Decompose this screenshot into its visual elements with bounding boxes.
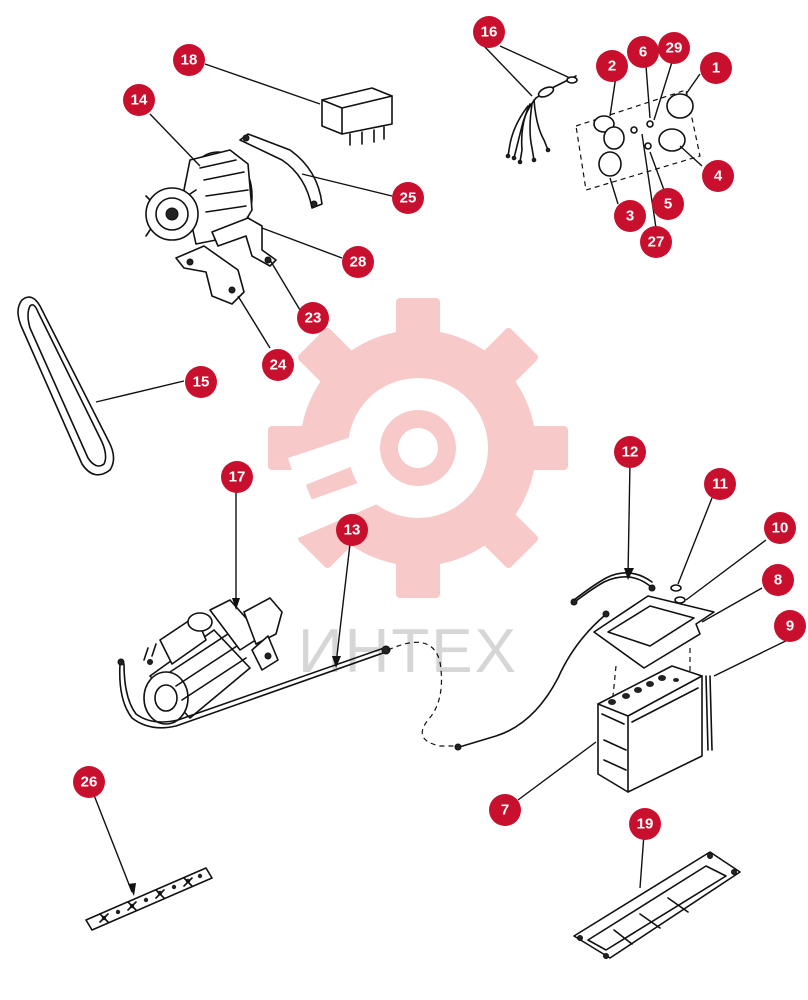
callout-24[interactable]: 24 xyxy=(262,349,294,381)
callout-13[interactable]: 13 xyxy=(336,514,368,546)
instrument-panel xyxy=(575,89,701,191)
ground-cable xyxy=(570,572,656,606)
callout-12[interactable]: 12 xyxy=(614,436,646,468)
callout-19[interactable]: 19 xyxy=(629,808,661,840)
callout-7[interactable]: 7 xyxy=(489,794,521,826)
callout-number: 9 xyxy=(786,618,794,635)
callout-16[interactable]: 16 xyxy=(473,16,505,48)
callout-3[interactable]: 3 xyxy=(614,200,646,232)
relay-box xyxy=(321,87,393,146)
callout-number: 14 xyxy=(131,92,148,109)
callout-number: 28 xyxy=(350,254,367,271)
callout-number: 23 xyxy=(305,310,322,327)
callout-number: 10 xyxy=(772,520,789,537)
callout-number: 26 xyxy=(81,774,98,791)
callout-number: 5 xyxy=(664,196,672,213)
callout-number: 19 xyxy=(637,816,654,833)
callout-2[interactable]: 2 xyxy=(596,50,628,82)
hold-down-frame xyxy=(593,595,715,669)
callout-23[interactable]: 23 xyxy=(297,302,329,334)
callout-4[interactable]: 4 xyxy=(702,160,734,192)
battery xyxy=(597,648,703,793)
starter-motor xyxy=(143,597,283,725)
callout-number: 12 xyxy=(622,444,639,461)
v-belt xyxy=(17,296,115,476)
alternator xyxy=(145,149,253,245)
watermark-text: ИНТЕХ xyxy=(298,617,518,686)
callout-5[interactable]: 5 xyxy=(652,188,684,220)
battery-tray xyxy=(573,851,741,959)
callout-number: 3 xyxy=(626,208,634,225)
callout-number: 7 xyxy=(501,802,509,819)
callout-number: 1 xyxy=(712,60,720,77)
callout-10[interactable]: 10 xyxy=(764,512,796,544)
battery-cable xyxy=(117,610,610,751)
leader-lines xyxy=(91,45,805,896)
callout-29[interactable]: 29 xyxy=(658,32,690,64)
hold-down-rod xyxy=(705,675,713,751)
callout-27[interactable]: 27 xyxy=(640,226,672,258)
mounting-bracket xyxy=(175,217,277,305)
watermark: ИНТЕХ xyxy=(268,298,568,686)
callout-number: 8 xyxy=(774,572,782,589)
callout-28[interactable]: 28 xyxy=(342,246,374,278)
callout-18[interactable]: 18 xyxy=(173,44,205,76)
watermark-gear-icon xyxy=(268,298,568,598)
callout-1[interactable]: 1 xyxy=(700,52,732,84)
callout-6[interactable]: 6 xyxy=(627,36,659,68)
terminal-strip xyxy=(85,867,213,931)
callout-14[interactable]: 14 xyxy=(123,84,155,116)
callout-26[interactable]: 26 xyxy=(73,766,105,798)
callout-number: 6 xyxy=(639,44,647,61)
callout-number: 17 xyxy=(229,469,246,486)
callout-9[interactable]: 9 xyxy=(774,610,806,642)
callout-8[interactable]: 8 xyxy=(762,564,794,596)
callout-number: 24 xyxy=(270,357,287,374)
callout-number: 4 xyxy=(714,168,723,185)
wiring-harness xyxy=(505,75,578,165)
callout-25[interactable]: 25 xyxy=(392,182,424,214)
callout-number: 13 xyxy=(344,522,361,539)
adjusting-strap xyxy=(239,133,323,209)
callout-11[interactable]: 11 xyxy=(704,468,736,500)
terminal-nuts xyxy=(670,584,686,604)
callout-15[interactable]: 15 xyxy=(185,366,217,398)
callout-17[interactable]: 17 xyxy=(221,461,253,493)
callout-number: 15 xyxy=(193,374,210,391)
callout-number: 16 xyxy=(481,24,498,41)
callout-number: 18 xyxy=(181,52,198,69)
callout-number: 11 xyxy=(712,476,728,493)
callout-number: 27 xyxy=(648,234,665,251)
callout-number: 2 xyxy=(608,58,616,75)
callout-number: 29 xyxy=(666,40,683,57)
callout-number: 25 xyxy=(400,190,417,207)
